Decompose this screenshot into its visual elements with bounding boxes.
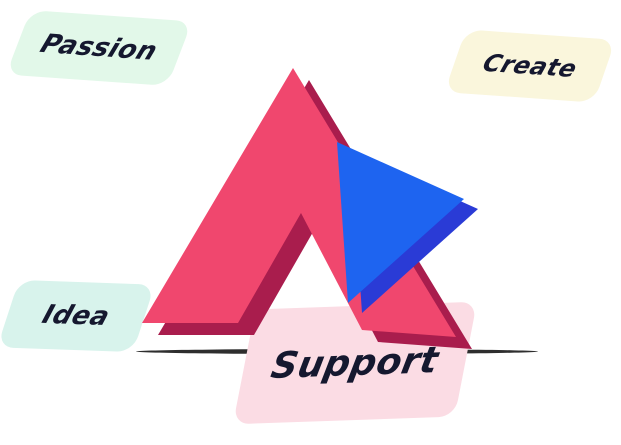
badge-support: Support — [232, 301, 478, 425]
badge-create-label: Create — [479, 49, 581, 83]
logo-blue-extrusion-shape — [351, 152, 478, 313]
badge-idea: Idea — [0, 279, 155, 353]
badge-support-label: Support — [267, 339, 443, 387]
logo-blue-face-shape — [337, 142, 464, 303]
badge-passion-label: Passion — [36, 29, 162, 67]
badge-create: Create — [444, 29, 616, 103]
badge-idea-label: Idea — [38, 300, 114, 332]
logo-pink-face-shape — [142, 68, 456, 337]
badge-passion: Passion — [5, 10, 193, 86]
